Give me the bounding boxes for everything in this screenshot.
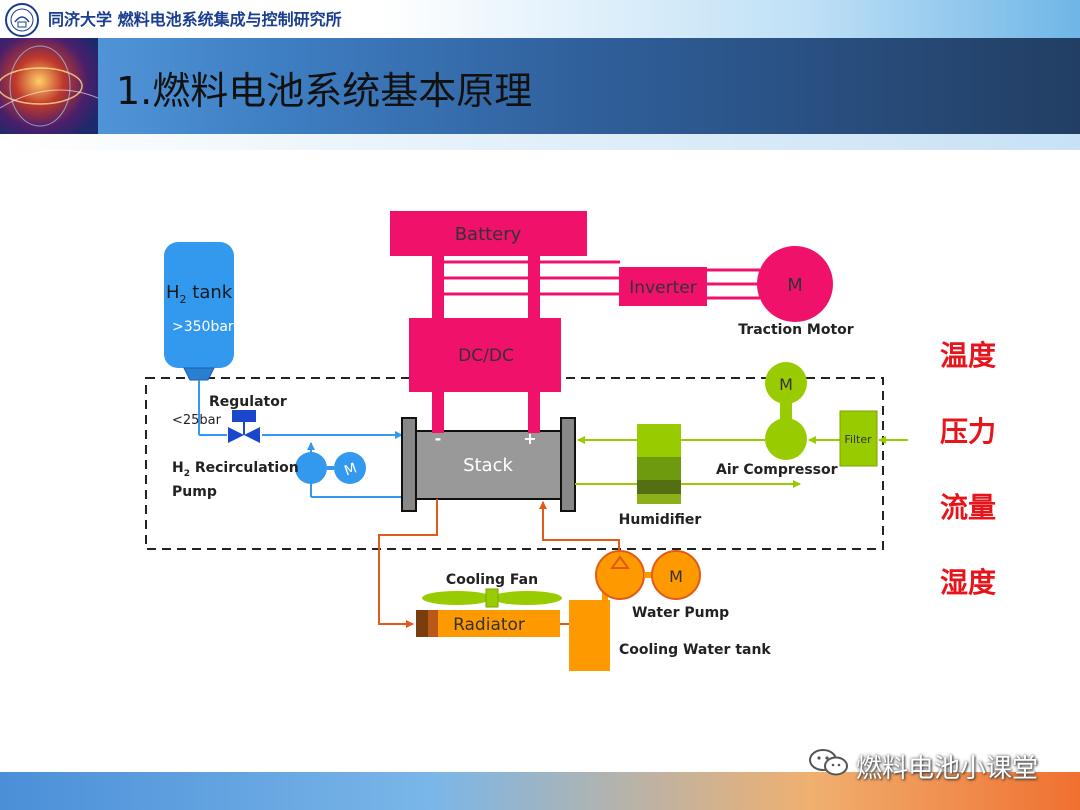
- h2-tank-pressure: >350bar: [172, 319, 234, 335]
- title-bar: 1.燃料电池系统基本原理: [0, 38, 1080, 134]
- cooling-fan-label: Cooling Fan: [446, 572, 538, 588]
- decorative-globe-image: [0, 38, 98, 134]
- wechat-icon: [809, 749, 848, 776]
- slide-title: 1.燃料电池系统基本原理: [116, 69, 533, 113]
- filter-box: [839, 410, 878, 467]
- cooling-water-tank-label: Cooling Water tank: [619, 642, 771, 658]
- traction-motor-symbol: M: [787, 275, 803, 296]
- radiator-label: Radiator: [453, 615, 525, 635]
- power-lines-to-inverter: [440, 260, 760, 300]
- air-compressor-icon: [765, 418, 807, 460]
- regulator-pressure: <25bar: [172, 413, 222, 428]
- water-pump-indicator-icon: [610, 555, 630, 569]
- institution-name: 同济大学 燃料电池系统集成与控制研究所: [48, 10, 342, 29]
- humidifier-label: Humidifier: [619, 512, 702, 528]
- cooling-water-tank-box: [569, 600, 610, 671]
- stack-end-plate-right: [560, 417, 576, 512]
- traction-motor-label: Traction Motor: [738, 322, 853, 338]
- humidifier-icon: [637, 424, 681, 504]
- inverter-label: Inverter: [629, 278, 696, 298]
- regulator-valve-icon: [228, 427, 260, 443]
- watermark: 燃料电池小课堂: [808, 746, 1068, 784]
- dcdc-label: DC/DC: [458, 346, 514, 366]
- traction-motor-icon: [757, 246, 833, 322]
- h2-tank-icon: [164, 242, 234, 368]
- coolant-lines: [378, 499, 620, 628]
- filter-label: Filter: [844, 433, 872, 446]
- compressor-motor-icon: [765, 362, 807, 404]
- university-logo-icon: [5, 3, 39, 37]
- water-pump-motor-icon: [651, 550, 701, 600]
- h2-tank-valve: [183, 367, 215, 381]
- air-compressor-label: Air Compressor: [716, 462, 838, 478]
- compressor-motor-symbol: M: [779, 375, 793, 394]
- regulator-icon: [232, 410, 256, 422]
- stack-end-plate-left: [401, 417, 417, 512]
- h2-tank-label: H2 tank: [166, 282, 233, 306]
- h2-recirculation-motor-icon: [334, 452, 366, 484]
- parameter-flow: 流量: [940, 491, 997, 524]
- bottom-bar: [0, 772, 1080, 810]
- parameter-pressure: 压力: [940, 415, 997, 448]
- top-header-bar: 同济大学 燃料电池系统集成与控制研究所: [0, 0, 1080, 38]
- stack-label: Stack: [463, 455, 513, 476]
- water-pump-label: Water Pump: [632, 605, 729, 621]
- watermark-text: 燃料电池小课堂: [856, 754, 1039, 784]
- stack-minus-terminal: -: [435, 429, 442, 448]
- h2-recirculation-pump-icon: [295, 452, 327, 484]
- h2-recirculation-label-line1: H2 Recirculation: [172, 460, 299, 479]
- battery-label: Battery: [455, 224, 522, 245]
- power-bus: [432, 255, 540, 433]
- parameter-temperature: 温度: [940, 339, 997, 372]
- radiator-box: [416, 610, 560, 637]
- water-pump-motor-symbol: M: [669, 567, 683, 586]
- regulator-label: Regulator: [209, 394, 287, 410]
- dcdc-box: [409, 318, 561, 392]
- stack-box: [415, 430, 562, 500]
- battery-box: [390, 211, 587, 256]
- h2-recirculation-label-line2: Pump: [172, 484, 217, 500]
- parameter-humidity: 湿度: [940, 566, 997, 599]
- h2-recirculation-motor-symbol: M: [342, 460, 359, 479]
- stack-plus-terminal: +: [523, 429, 536, 448]
- cooling-fan-icon: [422, 588, 562, 608]
- header-strip: [0, 134, 1080, 150]
- inverter-box: [619, 267, 707, 306]
